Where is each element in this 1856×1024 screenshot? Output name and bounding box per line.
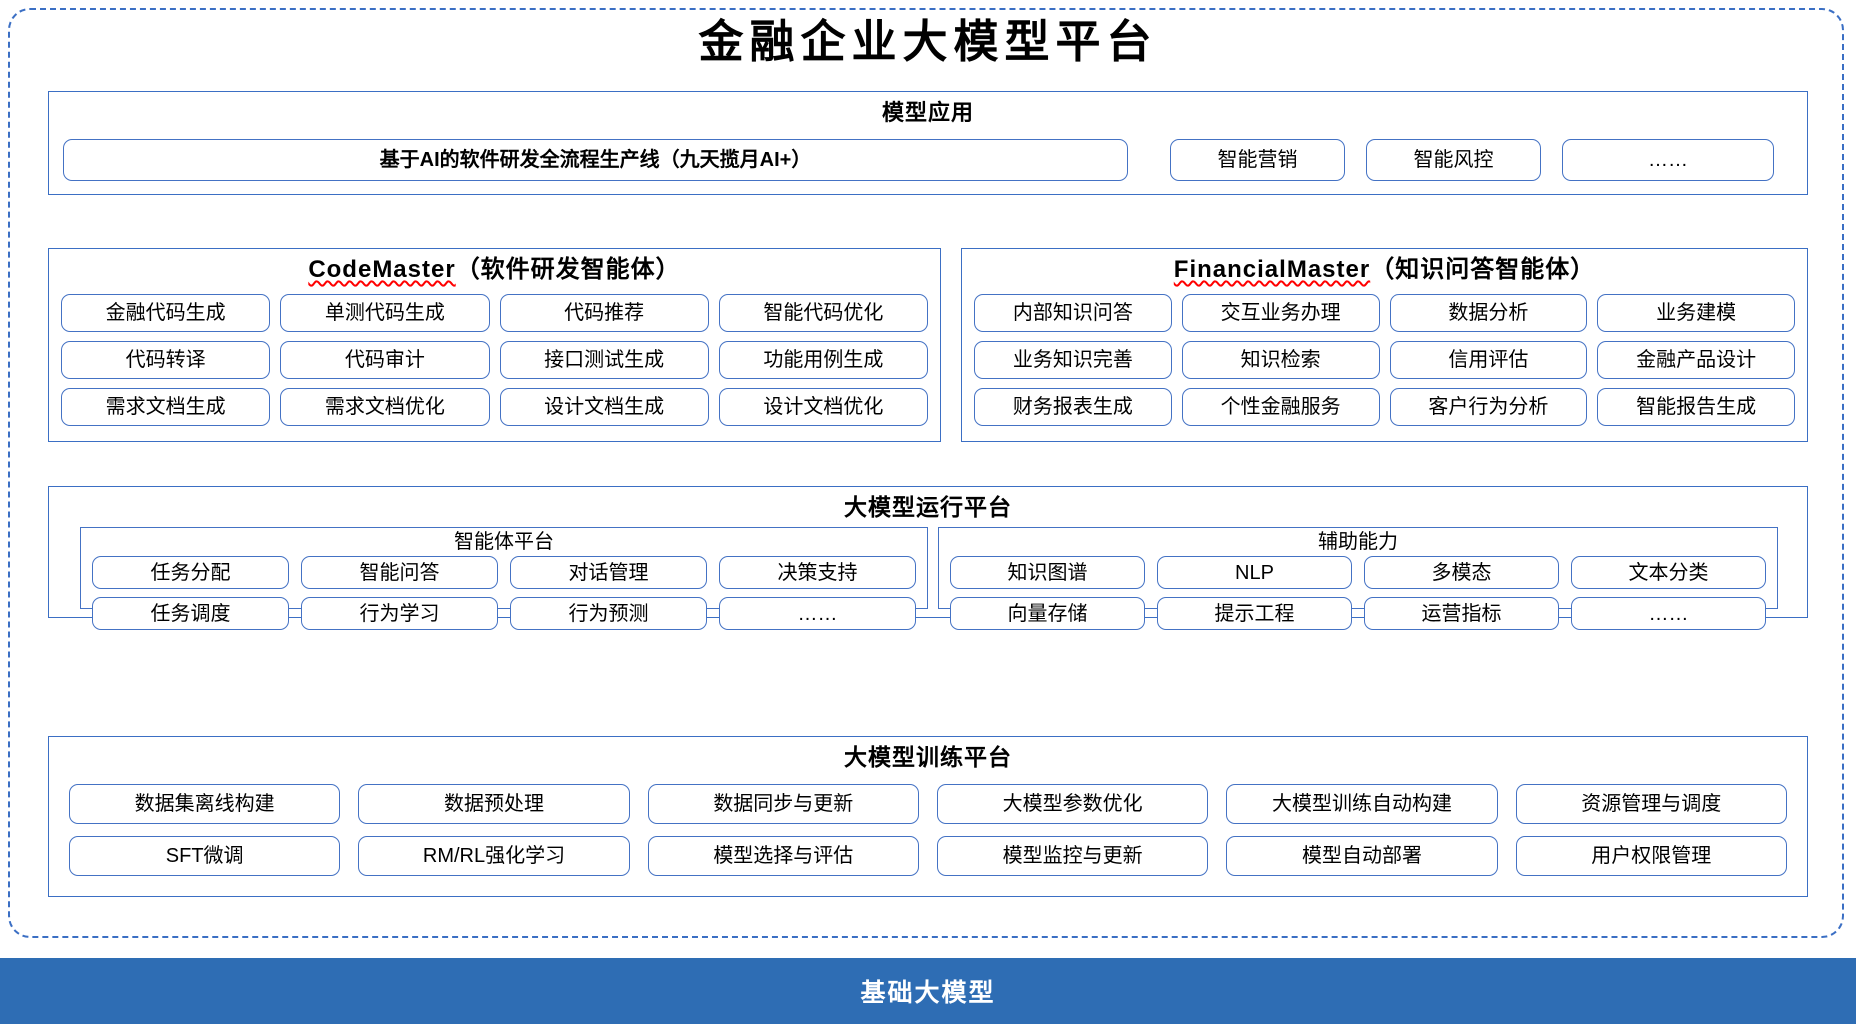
auxiliary-row-2: 向量存储 提示工程 运营指标 …… — [950, 597, 1766, 630]
tile-finance-code-gen[interactable]: 金融代码生成 — [61, 294, 271, 332]
financialmaster-row-3: 财务报表生成 个性金融服务 客户行为分析 智能报告生成 — [974, 388, 1795, 426]
tile-requirement-doc-gen[interactable]: 需求文档生成 — [61, 388, 271, 426]
codemaster-tile-grid: 金融代码生成 单测代码生成 代码推荐 智能代码优化 代码转译 代码审计 接口测试… — [61, 294, 928, 426]
section-runtime-platform-title: 大模型运行平台 — [844, 494, 1012, 520]
tile-model-selection-evaluation[interactable]: 模型选择与评估 — [647, 836, 919, 876]
tile-financial-report-gen[interactable]: 财务报表生成 — [974, 388, 1172, 426]
tile-customer-behavior-analysis[interactable]: 客户行为分析 — [1389, 388, 1588, 426]
tile-vector-store[interactable]: 向量存储 — [950, 597, 1145, 630]
tile-sft-finetune[interactable]: SFT微调 — [69, 836, 341, 876]
tile-unittest-code-gen[interactable]: 单测代码生成 — [280, 294, 490, 332]
tile-knowledge-retrieval[interactable]: 知识检索 — [1181, 341, 1380, 379]
tile-interactive-business[interactable]: 交互业务办理 — [1181, 294, 1380, 332]
tile-multimodal[interactable]: 多模态 — [1364, 556, 1559, 589]
foundation-model-label: 基础大模型 — [860, 979, 996, 1007]
tile-dataset-offline-build[interactable]: 数据集离线构建 — [69, 784, 341, 824]
tile-task-scheduling[interactable]: 任务调度 — [92, 597, 289, 630]
tile-behavior-learning[interactable]: 行为学习 — [301, 597, 498, 630]
section-model-application: 模型应用 基于AI的软件研发全流程生产线（九天揽月AI+） 智能营销 智能风控 … — [48, 91, 1808, 195]
tile-rm-rl-reinforcement[interactable]: RM/RL强化学习 — [358, 836, 630, 876]
tile-smart-report-gen[interactable]: 智能报告生成 — [1597, 388, 1795, 426]
agent-platform-tile-grid: 任务分配 智能问答 对话管理 决策支持 任务调度 行为学习 行为预测 …… — [92, 556, 916, 630]
subsection-auxiliary-capability: 辅助能力 知识图谱 NLP 多模态 文本分类 向量存储 提示工程 运营指标 …… — [938, 527, 1778, 630]
tile-smart-risk-control[interactable]: 智能风控 — [1366, 139, 1541, 181]
auxiliary-tile-grid: 知识图谱 NLP 多模态 文本分类 向量存储 提示工程 运营指标 …… — [950, 556, 1766, 630]
tile-data-sync-update[interactable]: 数据同步与更新 — [647, 784, 919, 824]
subsection-agent-platform-title: 智能体平台 — [454, 531, 554, 553]
codemaster-name: CodeMaster — [308, 256, 456, 283]
section-codemaster: CodeMaster（软件研发智能体） 金融代码生成 单测代码生成 代码推荐 智… — [48, 248, 941, 442]
section-codemaster-title: CodeMaster（软件研发智能体） — [49, 256, 940, 285]
section-training-platform-title: 大模型训练平台 — [844, 744, 1012, 770]
tile-model-monitor-update[interactable]: 模型监控与更新 — [936, 836, 1209, 876]
tile-training-auto-build[interactable]: 大模型训练自动构建 — [1226, 784, 1498, 824]
tile-code-recommendation[interactable]: 代码推荐 — [499, 294, 709, 332]
codemaster-row-2: 代码转译 代码审计 接口测试生成 功能用例生成 — [61, 341, 928, 379]
tile-behavior-prediction[interactable]: 行为预测 — [510, 597, 707, 630]
tile-business-modeling[interactable]: 业务建模 — [1597, 294, 1795, 332]
tile-personalized-finance-service[interactable]: 个性金融服务 — [1181, 388, 1380, 426]
agent-platform-row-1: 任务分配 智能问答 对话管理 决策支持 — [92, 556, 916, 589]
tile-operation-metrics[interactable]: 运营指标 — [1364, 597, 1559, 630]
section-model-application-title: 模型应用 — [881, 100, 974, 125]
tile-business-knowledge-improve[interactable]: 业务知识完善 — [974, 341, 1172, 379]
tile-data-preprocessing[interactable]: 数据预处理 — [358, 784, 630, 824]
tile-user-permission-management[interactable]: 用户权限管理 — [1515, 836, 1787, 876]
agent-platform-row-2: 任务调度 行为学习 行为预测 …… — [92, 597, 916, 630]
financialmaster-subtitle: （知识问答智能体） — [1370, 256, 1596, 283]
tile-dialog-management[interactable]: 对话管理 — [510, 556, 707, 589]
tile-decision-support[interactable]: 决策支持 — [719, 556, 916, 589]
codemaster-row-3: 需求文档生成 需求文档优化 设计文档生成 设计文档优化 — [61, 388, 928, 426]
training-platform-row-2: SFT微调 RM/RL强化学习 模型选择与评估 模型监控与更新 模型自动部署 用… — [69, 836, 1787, 876]
tile-smart-marketing[interactable]: 智能营销 — [1170, 139, 1345, 181]
subsection-agent-platform: 智能体平台 任务分配 智能问答 对话管理 决策支持 任务调度 行为学习 行为预测… — [80, 527, 928, 630]
training-platform-row-1: 数据集离线构建 数据预处理 数据同步与更新 大模型参数优化 大模型训练自动构建 … — [69, 784, 1787, 824]
section-runtime-platform: 大模型运行平台 智能体平台 任务分配 智能问答 对话管理 决策支持 任务调度 行… — [48, 486, 1808, 630]
tile-design-doc-opt[interactable]: 设计文档优化 — [718, 388, 928, 426]
financialmaster-row-2: 业务知识完善 知识检索 信用评估 金融产品设计 — [974, 341, 1795, 379]
tile-task-allocation[interactable]: 任务分配 — [92, 556, 289, 589]
tile-code-transpile[interactable]: 代码转译 — [61, 341, 271, 379]
tile-requirement-doc-opt[interactable]: 需求文档优化 — [280, 388, 490, 426]
tile-agent-platform-ellipsis[interactable]: …… — [719, 597, 916, 630]
tile-model-auto-deploy[interactable]: 模型自动部署 — [1226, 836, 1498, 876]
tile-text-classification[interactable]: 文本分类 — [1571, 556, 1766, 589]
section-training-platform: 大模型训练平台 数据集离线构建 数据预处理 数据同步与更新 大模型参数优化 大模… — [48, 736, 1808, 897]
tile-smart-code-optimization[interactable]: 智能代码优化 — [718, 294, 928, 332]
codemaster-row-1: 金融代码生成 单测代码生成 代码推荐 智能代码优化 — [61, 294, 928, 332]
subsection-auxiliary-capability-title: 辅助能力 — [1318, 531, 1398, 553]
tile-code-audit[interactable]: 代码审计 — [280, 341, 490, 379]
training-platform-tile-grid: 数据集离线构建 数据预处理 数据同步与更新 大模型参数优化 大模型训练自动构建 … — [69, 784, 1787, 876]
tile-credit-assessment[interactable]: 信用评估 — [1389, 341, 1588, 379]
page-title: 金融企业大模型平台 — [698, 17, 1158, 67]
tile-model-parameter-optimization[interactable]: 大模型参数优化 — [936, 784, 1209, 824]
tile-knowledge-graph[interactable]: 知识图谱 — [950, 556, 1145, 589]
tile-internal-knowledge-qa[interactable]: 内部知识问答 — [974, 294, 1172, 332]
auxiliary-row-1: 知识图谱 NLP 多模态 文本分类 — [950, 556, 1766, 589]
tile-resource-management-scheduling[interactable]: 资源管理与调度 — [1515, 784, 1787, 824]
tile-smart-qa[interactable]: 智能问答 — [301, 556, 498, 589]
section-financialmaster-title: FinancialMaster（知识问答智能体） — [962, 256, 1807, 285]
financialmaster-tile-grid: 内部知识问答 交互业务办理 数据分析 业务建模 业务知识完善 知识检索 信用评估… — [974, 294, 1795, 426]
tile-functional-case-gen[interactable]: 功能用例生成 — [718, 341, 928, 379]
financialmaster-name: FinancialMaster — [1173, 256, 1371, 283]
tile-nlp[interactable]: NLP — [1157, 556, 1352, 589]
tile-ai-sdlc-pipeline[interactable]: 基于AI的软件研发全流程生产线（九天揽月AI+） — [63, 139, 1128, 181]
section-financialmaster: FinancialMaster（知识问答智能体） 内部知识问答 交互业务办理 数… — [961, 248, 1808, 442]
codemaster-subtitle: （软件研发智能体） — [455, 256, 681, 283]
foundation-model-bar: 基础大模型 — [0, 958, 1856, 1024]
tile-more-ellipsis[interactable]: …… — [1562, 139, 1774, 181]
tile-prompt-engineering[interactable]: 提示工程 — [1157, 597, 1352, 630]
tile-financial-product-design[interactable]: 金融产品设计 — [1597, 341, 1795, 379]
tile-design-doc-gen[interactable]: 设计文档生成 — [499, 388, 709, 426]
model-application-tile-row: 基于AI的软件研发全流程生产线（九天揽月AI+） 智能营销 智能风控 …… — [63, 139, 1795, 181]
tile-data-analysis[interactable]: 数据分析 — [1389, 294, 1588, 332]
financialmaster-row-1: 内部知识问答 交互业务办理 数据分析 业务建模 — [974, 294, 1795, 332]
tile-auxiliary-ellipsis[interactable]: …… — [1571, 597, 1766, 630]
tile-api-test-gen[interactable]: 接口测试生成 — [499, 341, 709, 379]
